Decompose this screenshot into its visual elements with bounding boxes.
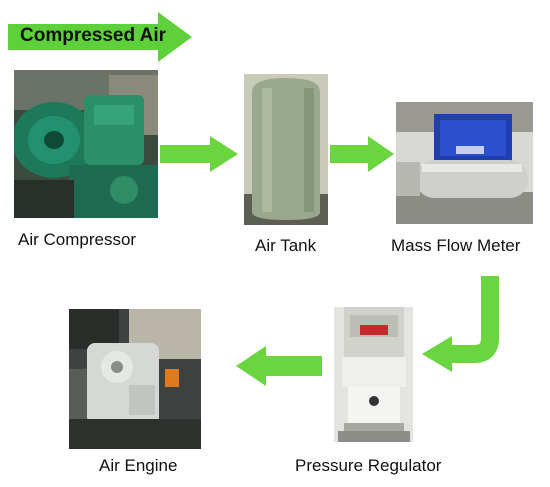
air-engine-caption: Air Engine	[99, 456, 178, 475]
arrow-tank-to-flow-meter	[330, 136, 396, 172]
compressed-air-banner: Compressed Air	[8, 12, 192, 62]
arrow-flow-meter-to-regulator	[418, 276, 508, 386]
pressure-regulator-photo	[334, 307, 413, 442]
pressure-regulator-caption: Pressure Regulator	[295, 456, 442, 475]
air-compressor-caption: Air Compressor	[18, 230, 137, 249]
arrow-regulator-to-engine	[236, 346, 322, 386]
air-compressor-photo	[14, 70, 158, 218]
air-tank-caption: Air Tank	[255, 236, 317, 255]
banner-arrow-shape	[8, 12, 192, 62]
mass-flow-meter-caption: Mass Flow Meter	[391, 236, 521, 255]
banner-label: Compressed Air	[20, 25, 167, 46]
air-tank-photo	[244, 74, 328, 225]
mass-flow-meter-photo	[396, 102, 533, 224]
arrow-compressor-to-tank	[160, 136, 240, 172]
air-engine-photo	[69, 309, 201, 449]
